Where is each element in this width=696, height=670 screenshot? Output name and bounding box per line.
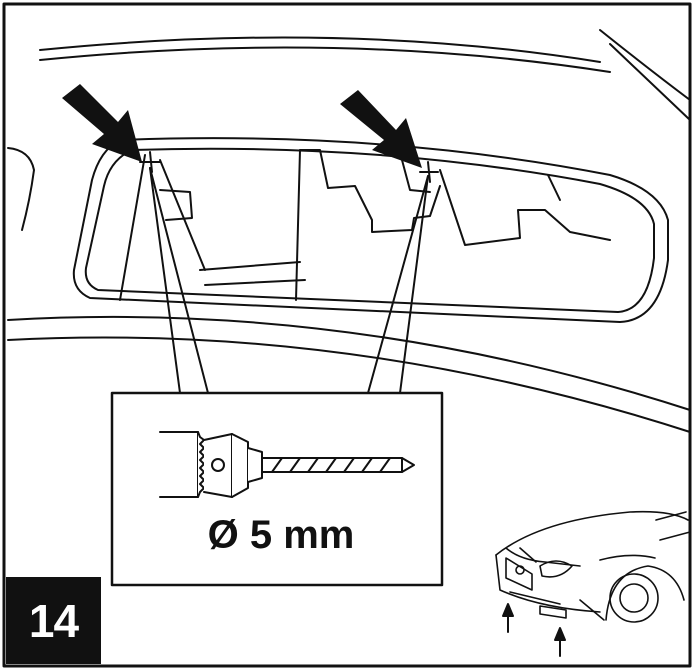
- car-roof-lines: [7, 29, 691, 433]
- side-window-opening: [72, 137, 669, 323]
- arrow-down-right-icon: [340, 90, 422, 168]
- drill-size-label: Ø 5 mm: [207, 512, 355, 557]
- drill-point-marks: [139, 151, 439, 183]
- arrow-down-right-icon: [62, 84, 142, 162]
- step-number-badge: 14: [6, 577, 101, 664]
- callout-cone: [149, 167, 429, 394]
- drill-chuck-icon: [159, 431, 263, 498]
- step-number: 14: [28, 594, 79, 647]
- up-arrow-icon: [554, 627, 566, 657]
- car-front-icon: [495, 510, 691, 623]
- up-arrow-icon: [502, 603, 514, 633]
- drill-bit-icon: [261, 457, 415, 473]
